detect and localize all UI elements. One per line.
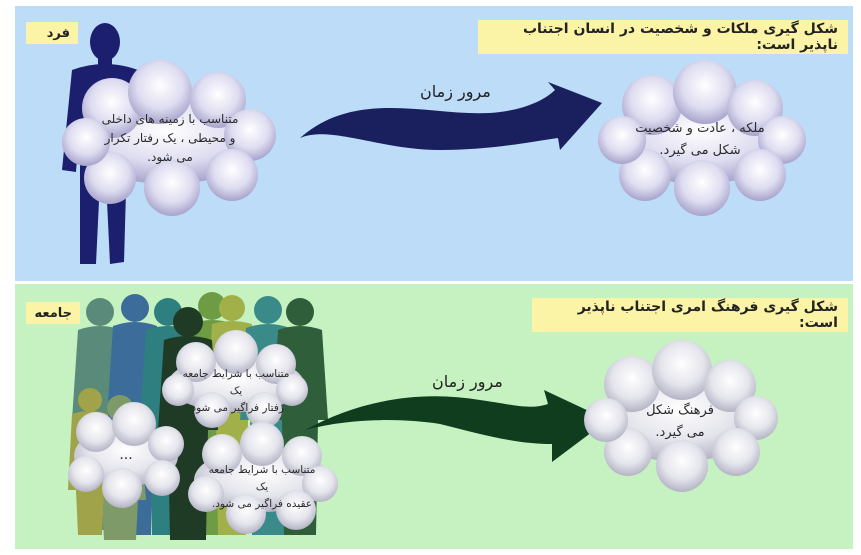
time-passage-label-bottom: مرور زمان <box>432 372 503 391</box>
personality-forms-text: ملکه ، عادت و شخصیت شکل می گیرد. <box>635 121 765 158</box>
repeated-behavior-text: متناسب با زمینه های داخلی و محیطی ، یک ر… <box>101 112 239 164</box>
time-arrow-bottom <box>305 390 608 462</box>
society-tag: جامعه <box>26 302 80 324</box>
time-arrow-top <box>300 82 602 150</box>
cloud-repeated-behavior <box>62 60 276 216</box>
cloud-personality-forms <box>598 60 806 216</box>
time-passage-label-top: مرور زمان <box>420 82 491 101</box>
cloud-behavior-widespread <box>162 330 308 428</box>
society-heading: شکل گیری فرهنگ امری اجتناب ناپذیر است: <box>532 298 848 332</box>
individual-tag: فرد <box>26 22 78 44</box>
ellipsis-text: ... <box>119 447 133 463</box>
individual-heading: شکل گیری ملکات و شخصیت در انسان اجتناب ن… <box>478 20 848 54</box>
belief-widespread-text: متناسب با شرایط جامعه یک عقیده فراگیر می… <box>208 464 316 510</box>
cloud-belief-widespread <box>188 422 338 534</box>
culture-forms-text: فرهنگ شکل می گیرد. <box>646 403 714 440</box>
behavior-widespread-text: متناسب با شرایط جامعه یک رفتار فراگیر می… <box>182 368 290 414</box>
cloud-ellipsis <box>68 402 184 508</box>
cloud-culture-forms <box>584 340 778 492</box>
